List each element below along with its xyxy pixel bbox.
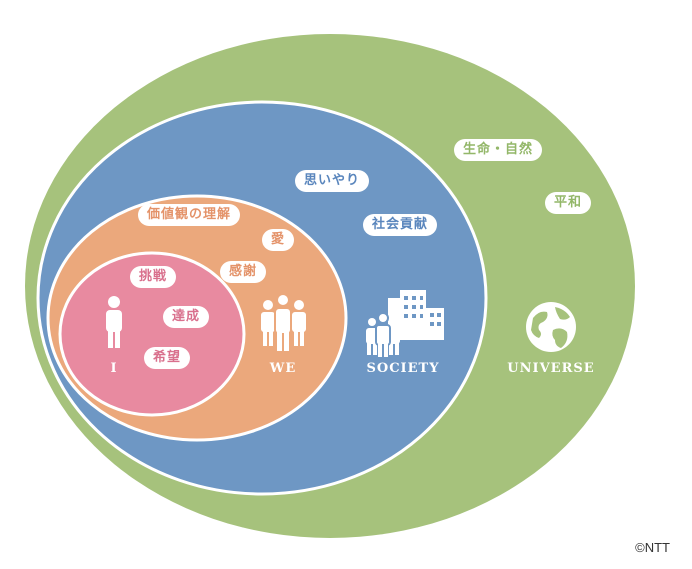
tag-peace: 平和: [545, 192, 592, 214]
tag-gratitude: 感謝: [220, 261, 267, 283]
tag-life-nature: 生命・自然: [454, 139, 543, 161]
tag-love: 愛: [262, 229, 295, 251]
group-of-people-icon: [261, 293, 306, 351]
i-ring: [58, 251, 246, 417]
society-label: SOCIETY: [366, 361, 440, 376]
tag-achievement: 達成: [163, 306, 210, 328]
tag-compassion: 思いやり: [295, 170, 370, 192]
city-buildings-icon: [366, 290, 444, 357]
universe-label: UNIVERSE: [507, 361, 595, 376]
person-icon: [106, 296, 122, 348]
we-label: WE: [269, 361, 297, 376]
tag-hope: 希望: [144, 347, 191, 369]
tag-social-contribution: 社会貢献: [363, 214, 438, 236]
copyright-text: ©NTT: [635, 540, 670, 555]
tag-understanding-values: 価値観の理解: [138, 204, 241, 226]
tag-challenge: 挑戦: [130, 266, 177, 288]
globe-icon: [526, 302, 576, 352]
i-label: I: [110, 361, 118, 376]
